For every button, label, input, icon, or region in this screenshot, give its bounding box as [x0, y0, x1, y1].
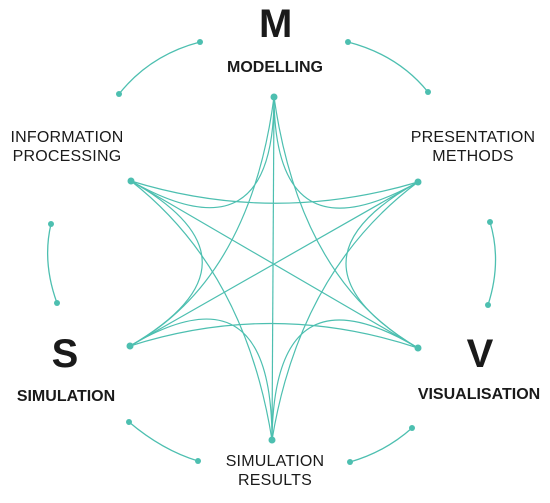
arc-bottom-right: [349, 427, 413, 463]
ring-dot: [409, 425, 415, 431]
arc-top-left: [118, 41, 201, 95]
label-presentation-methods: PRESENTATION METHODS: [408, 128, 538, 166]
label-presentation-line1: PRESENTATION: [410, 129, 536, 146]
link-results-simulation: [129, 318, 273, 441]
vertex-dot-simulation: [126, 342, 134, 350]
ring-dot: [48, 221, 54, 227]
ring-dot: [116, 91, 122, 97]
arc-right: [487, 221, 497, 306]
link-information-presentation: [130, 180, 419, 204]
ring-dot: [345, 39, 351, 45]
star-links: [129, 96, 419, 441]
arc-bottom-left: [128, 421, 199, 462]
label-information-line2: PROCESSING: [12, 148, 122, 166]
link-modelling-presentation: [273, 96, 419, 209]
link-information-modelling: [130, 96, 275, 209]
letter-v: V: [466, 332, 494, 376]
label-simulation: SIMULATION: [16, 388, 116, 405]
ring-dot: [347, 459, 353, 465]
label-visualisation: VISUALISATION: [417, 386, 541, 403]
ring-dot: [425, 89, 431, 95]
ring-dot: [195, 458, 201, 464]
link-modelling-results: [271, 96, 275, 441]
link-modelling-visualisation: [273, 96, 419, 349]
vertex-dot-visualisation: [414, 344, 422, 352]
ring-dot: [487, 219, 493, 225]
label-results-line1: SIMULATION: [225, 453, 325, 470]
ring-endpoints: [48, 39, 493, 465]
vertex-dot-modelling: [270, 93, 278, 101]
star-vertices: [126, 93, 422, 444]
letter-m: M: [259, 2, 293, 46]
link-visualisation-simulation: [129, 322, 419, 349]
arc-top-right: [347, 41, 429, 93]
label-presentation-line2: METHODS: [432, 148, 514, 166]
arc-left: [46, 223, 58, 304]
letter-s: S: [51, 332, 79, 376]
link-presentation-results: [271, 181, 419, 441]
vertex-dot-presentation: [414, 178, 422, 186]
ring-dot: [197, 39, 203, 45]
link-simulation-modelling: [129, 96, 275, 347]
label-information-line1: INFORMATION: [10, 129, 124, 146]
ring-dot: [54, 300, 60, 306]
label-information-processing: INFORMATION PROCESSING: [0, 128, 134, 166]
ring-dot: [485, 302, 491, 308]
link-results-information: [130, 180, 273, 441]
vertex-dot-information: [127, 177, 135, 185]
label-simulation-results: SIMULATION RESULTS: [210, 452, 340, 490]
label-results-line2: RESULTS: [237, 472, 312, 490]
ring-dot: [126, 419, 132, 425]
label-modelling: MODELLING: [227, 59, 323, 76]
link-information-visualisation: [130, 180, 419, 349]
vertex-dot-results: [268, 436, 276, 444]
ring-arcs: [46, 41, 497, 463]
link-visualisation-results: [271, 319, 419, 441]
